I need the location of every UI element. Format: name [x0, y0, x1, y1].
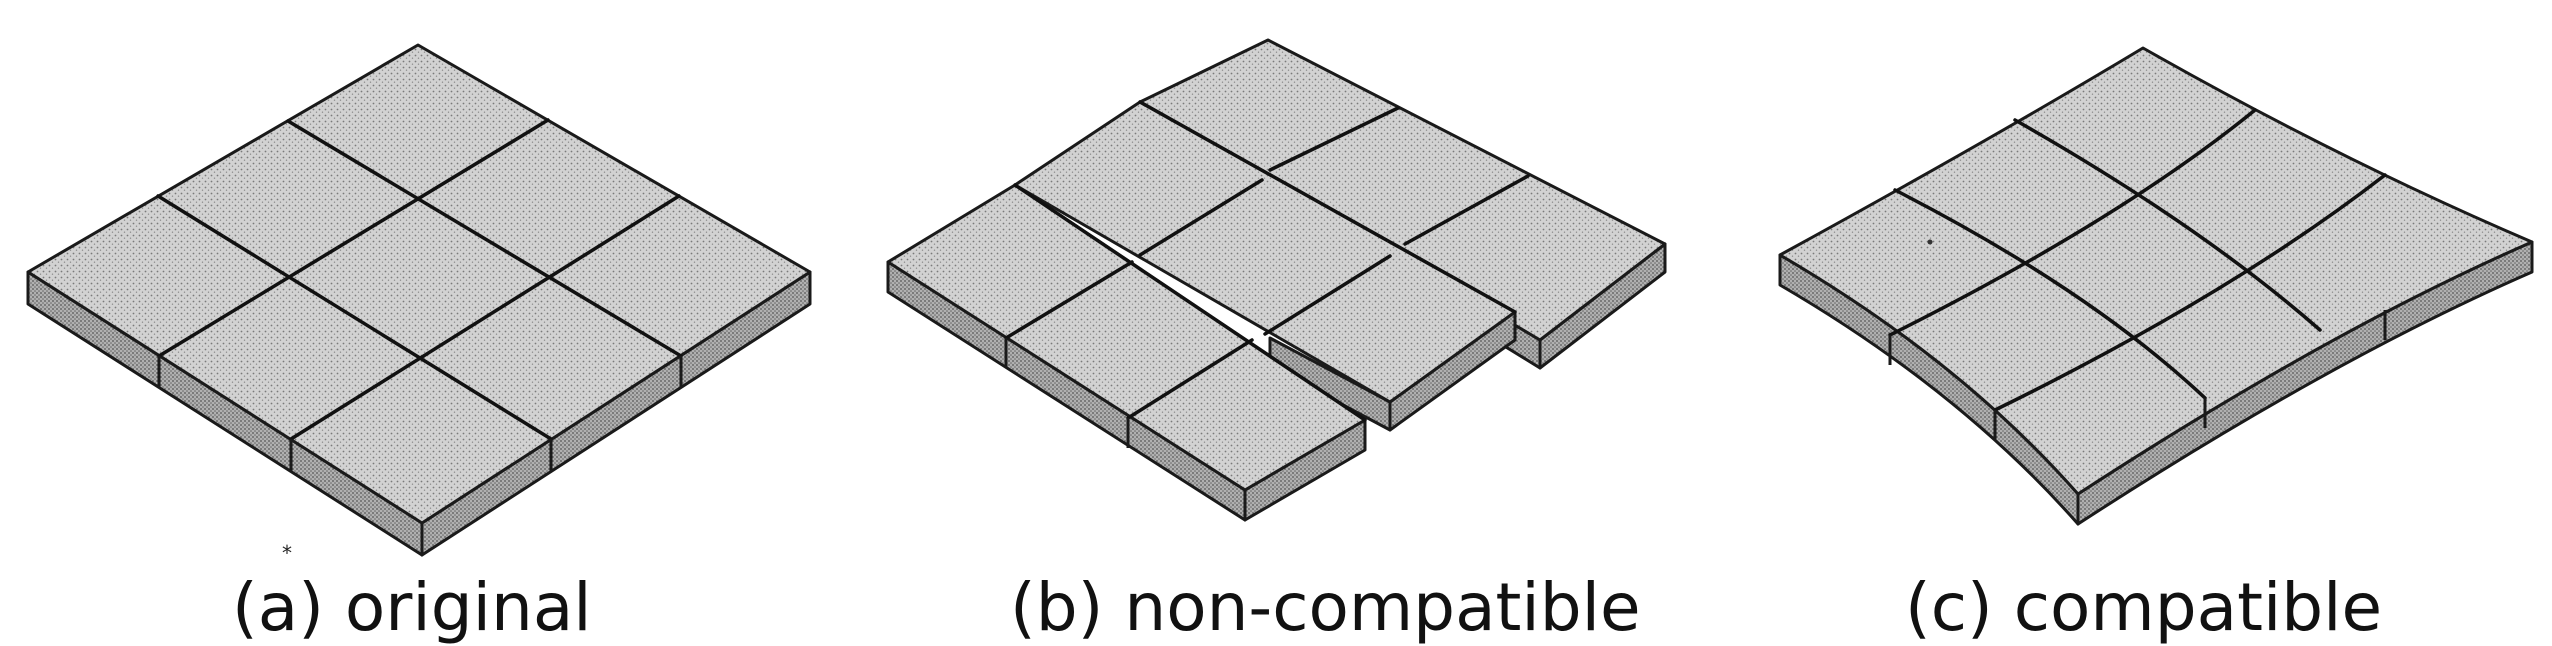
slab-a-gridline [157, 118, 550, 358]
slab-b-gridline [1004, 260, 1134, 340]
stray-dot [1927, 239, 1933, 245]
slab-b-gridline [1268, 106, 1400, 172]
slab-a-gridline [156, 194, 553, 441]
slab-b-gridline [1403, 174, 1530, 246]
caption-c: (c) compatible [1905, 569, 2382, 646]
slab-c-gridline [2013, 118, 2322, 332]
stray-mark: * [282, 541, 292, 565]
slab-c-gridline [1888, 108, 2257, 337]
slab-b-gridline [1138, 178, 1264, 257]
slab-c-gridline [1893, 188, 2207, 400]
caption-a: (a) original [232, 569, 592, 646]
slab-b-gridline [1126, 338, 1254, 420]
slab-c-top-face [1778, 46, 2534, 496]
slab-c-gridline [1993, 173, 2387, 412]
slab-b-strip-seam [1013, 183, 1367, 422]
panel-a-original: * [26, 43, 812, 565]
panel-b-non-compatible [886, 38, 1667, 522]
slab-b-strip-seam [1138, 100, 1517, 314]
slab-a-gridline [286, 119, 683, 358]
slab-a-gridline [289, 194, 681, 441]
slab-b-gridline [1263, 254, 1392, 336]
panel-c-compatible [1778, 46, 2534, 526]
caption-b: (b) non-compatible [1010, 569, 1641, 646]
slab-a-top-face [26, 43, 812, 525]
